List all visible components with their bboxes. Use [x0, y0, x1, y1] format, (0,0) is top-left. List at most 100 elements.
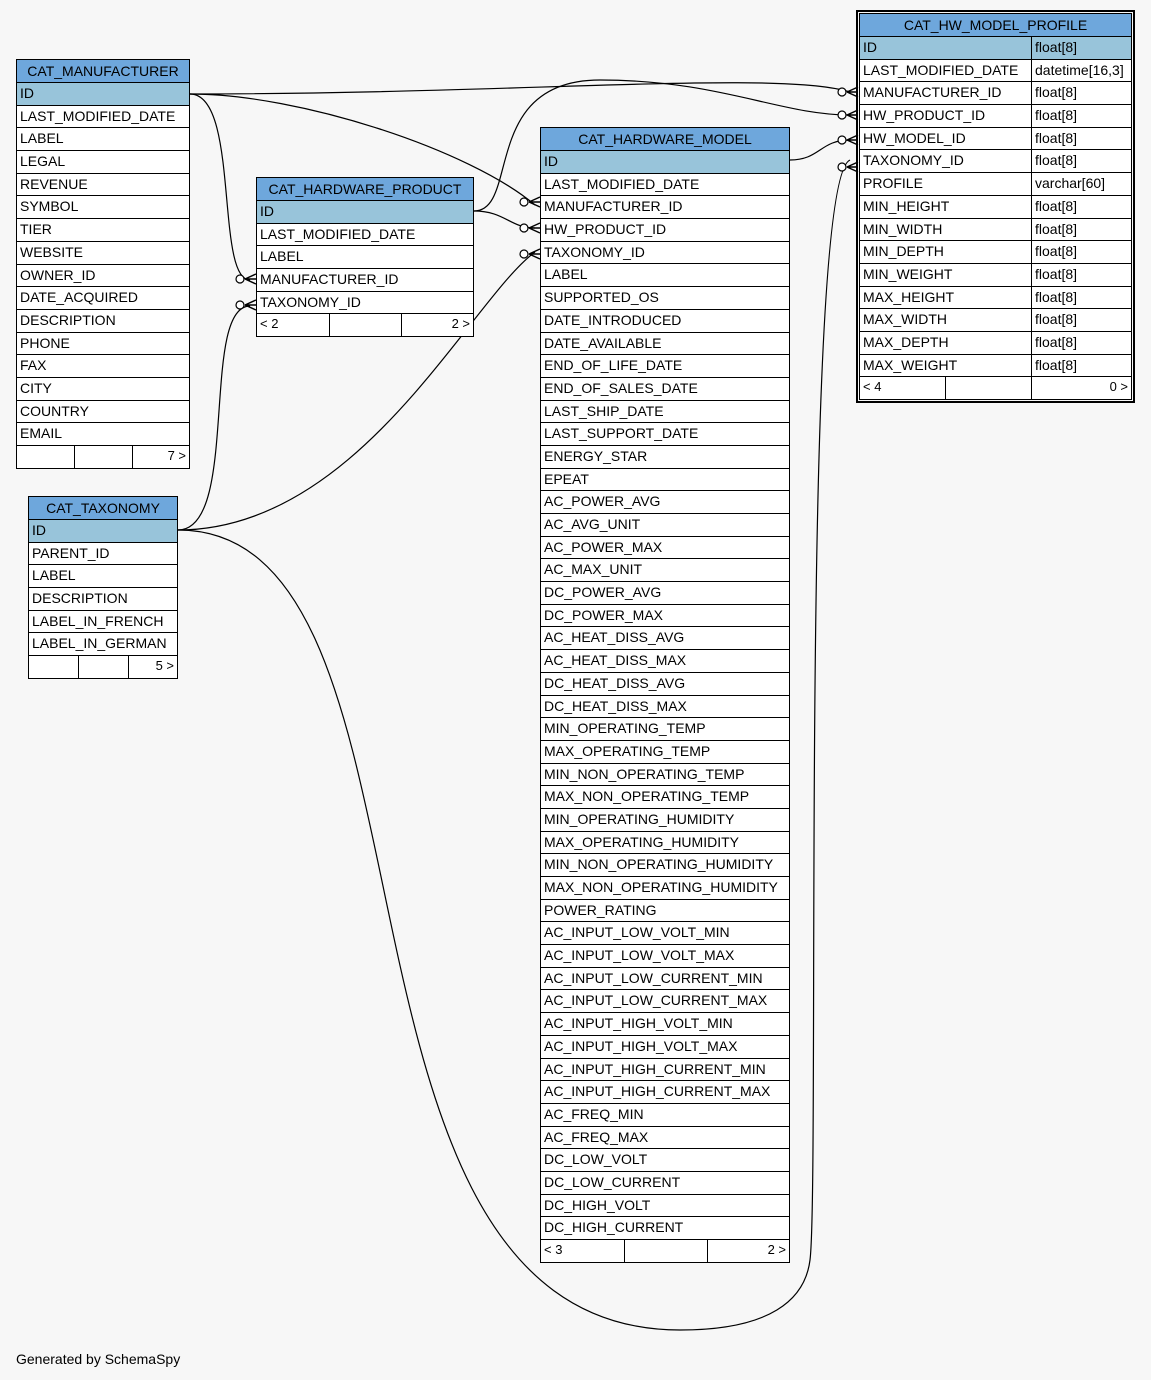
column-name: MIN_HEIGHT [863, 197, 950, 214]
table-row[interactable]: AC_FREQ_MIN [541, 1104, 789, 1127]
table-row[interactable]: DC_POWER_AVG [541, 582, 789, 605]
table-row[interactable]: AC_POWER_AVG [541, 491, 789, 514]
table-row[interactable]: LAST_MODIFIED_DATE [17, 106, 189, 129]
table-row[interactable]: ID [17, 83, 189, 106]
table-row[interactable]: LABEL [257, 246, 473, 270]
table-row[interactable]: LAST_SHIP_DATE [541, 401, 789, 424]
table-row[interactable]: LABEL_IN_GERMAN [29, 633, 177, 657]
table-row[interactable]: HW_PRODUCT_ID [541, 219, 789, 242]
edge-product-model [473, 210, 536, 229]
table-row[interactable]: TIER [17, 219, 189, 242]
table-row[interactable]: DC_HIGH_CURRENT [541, 1217, 789, 1240]
table-row[interactable]: ID [257, 201, 473, 224]
table-row[interactable]: AC_INPUT_LOW_CURRENT_MIN [541, 968, 789, 991]
table-row[interactable]: DC_HEAT_DISS_MAX [541, 696, 789, 719]
column-type: float[8] [1031, 331, 1131, 354]
table-row[interactable]: DATE_AVAILABLE [541, 333, 789, 356]
table-row[interactable]: DC_LOW_CURRENT [541, 1172, 789, 1195]
table-row[interactable]: LABEL [17, 128, 189, 152]
table-row[interactable]: DC_HEAT_DISS_AVG [541, 673, 789, 696]
table-row[interactable]: DATE_ACQUIRED [17, 287, 189, 310]
table-row[interactable]: LAST_MODIFIED_DATE [541, 174, 789, 197]
fk-end-profile-model [837, 134, 859, 146]
table-row[interactable]: AC_AVG_UNIT [541, 514, 789, 537]
table-row[interactable]: MAX_NON_OPERATING_HUMIDITY [541, 877, 789, 900]
table-row[interactable]: END_OF_SALES_DATE [541, 378, 789, 401]
table-row[interactable]: LEGAL [17, 151, 189, 174]
table-row[interactable]: DESCRIPTION [29, 588, 177, 611]
table-row[interactable]: AC_INPUT_HIGH_CURRENT_MIN [541, 1059, 789, 1082]
table-row[interactable]: CITY [17, 378, 189, 401]
table-row[interactable]: AC_INPUT_HIGH_VOLT_MIN [541, 1013, 789, 1036]
column-name: LABEL [544, 266, 588, 283]
table-row[interactable]: DC_HIGH_VOLT [541, 1195, 789, 1218]
table-row[interactable]: AC_INPUT_LOW_VOLT_MIN [541, 922, 789, 946]
table-row[interactable]: MAX_NON_OPERATING_TEMP [541, 786, 789, 809]
table-row[interactable]: SUPPORTED_OS [541, 287, 789, 310]
table-row[interactable]: EPEAT [541, 469, 789, 492]
table-row[interactable]: MAX_OPERATING_HUMIDITY [541, 832, 789, 855]
table-row[interactable]: MANUFACTURER_ID [257, 269, 473, 292]
table-row[interactable]: TAXONOMY_ID [257, 292, 473, 315]
table-row[interactable]: AC_INPUT_LOW_CURRENT_MAX [541, 990, 789, 1014]
table-row[interactable]: MANUFACTURER_ID [541, 196, 789, 220]
table-row[interactable]: ID [29, 520, 177, 543]
table-row[interactable]: AC_HEAT_DISS_AVG [541, 627, 789, 651]
table-row[interactable]: DATE_INTRODUCED [541, 310, 789, 333]
table-row[interactable]: AC_FREQ_MAX [541, 1127, 789, 1150]
table-row[interactable]: SYMBOL [17, 196, 189, 220]
table-row[interactable]: AC_INPUT_HIGH_VOLT_MAX [541, 1036, 789, 1059]
table-row[interactable]: COUNTRY [17, 401, 189, 424]
table-row[interactable]: DESCRIPTION [17, 310, 189, 333]
table-row[interactable]: MIN_OPERATING_HUMIDITY [541, 809, 789, 832]
table-row[interactable]: AC_POWER_MAX [541, 537, 789, 560]
table-row[interactable]: WEBSITE [17, 242, 189, 265]
table-row[interactable]: AC_HEAT_DISS_MAX [541, 650, 789, 673]
table-row[interactable]: LABEL_IN_FRENCH [29, 611, 177, 634]
table-row[interactable]: POWER_RATING [541, 900, 789, 923]
table-row[interactable]: TAXONOMY_ID [541, 242, 789, 265]
table-row[interactable]: MIN_NON_OPERATING_HUMIDITY [541, 854, 789, 877]
table-row[interactable]: AC_MAX_UNIT [541, 559, 789, 583]
table-row[interactable]: FAX [17, 355, 189, 378]
table-row[interactable]: AC_INPUT_HIGH_CURRENT_MAX [541, 1081, 789, 1104]
table-row[interactable]: MAX_OPERATING_TEMP [541, 741, 789, 764]
table-row[interactable]: OWNER_ID [17, 265, 189, 288]
table-row[interactable]: MIN_NON_OPERATING_TEMP [541, 764, 789, 787]
table-row[interactable]: LABEL [29, 565, 177, 589]
table-row[interactable]: LABEL [541, 264, 789, 288]
table-row[interactable]: MIN_OPERATING_TEMP [541, 718, 789, 741]
table-row[interactable]: PARENT_ID [29, 543, 177, 566]
table-row[interactable]: END_OF_LIFE_DATE [541, 355, 789, 378]
table-row[interactable]: ENERGY_STAR [541, 446, 789, 469]
table-row[interactable]: AC_INPUT_LOW_VOLT_MAX [541, 945, 789, 968]
table-row[interactable]: EMAIL [17, 423, 189, 446]
table-row[interactable]: REVENUE [17, 174, 189, 197]
table-row[interactable]: DC_POWER_MAX [541, 605, 789, 628]
table-row[interactable]: ID [541, 151, 789, 174]
table-row[interactable]: DC_LOW_VOLT [541, 1149, 789, 1172]
table-row[interactable]: LAST_MODIFIED_DATE [257, 224, 473, 247]
table-row[interactable]: LAST_SUPPORT_DATE [541, 423, 789, 446]
table-row[interactable]: PHONE [17, 333, 189, 356]
